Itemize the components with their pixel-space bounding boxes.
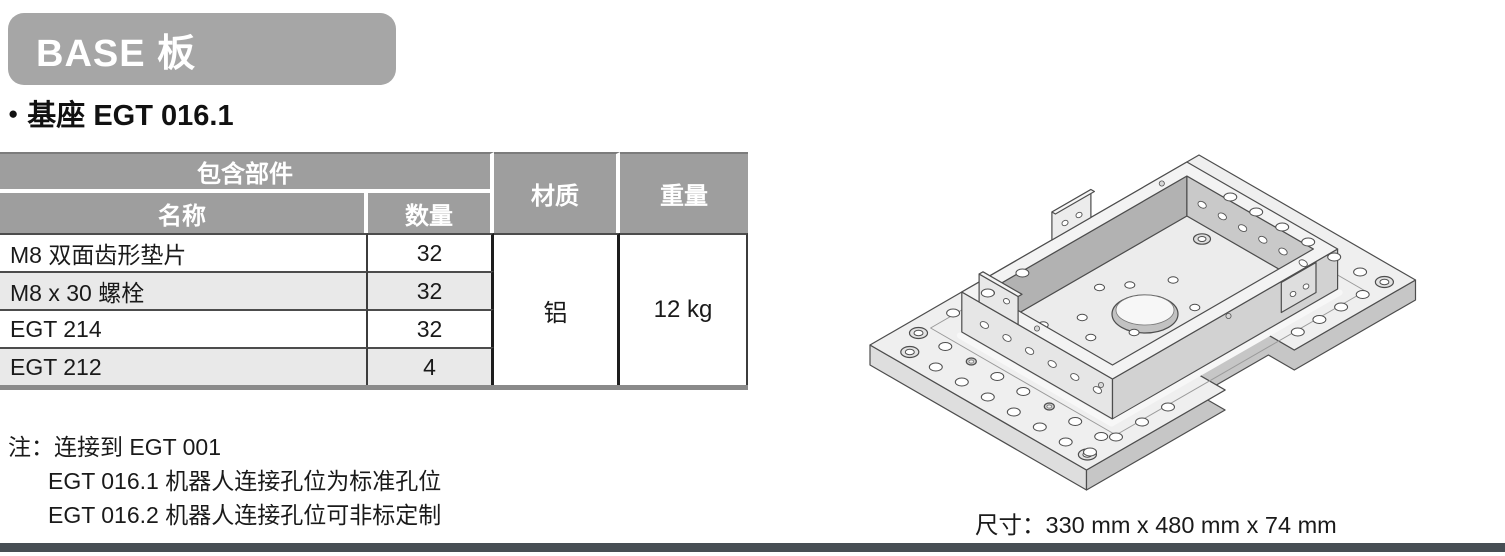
notes-block: 注： 连接到 EGT 001 EGT 016.1 机器人连接孔位为标准孔位 EG… bbox=[8, 430, 441, 532]
base-plate-isometric-drawing bbox=[869, 154, 1417, 491]
cell-part-qty: 32 bbox=[368, 309, 494, 347]
table-row: EGT 212 4 bbox=[0, 347, 748, 385]
cell-part-qty: 32 bbox=[368, 233, 494, 271]
cell-part-name: EGT 214 bbox=[0, 309, 368, 347]
table-row: M8 双面齿形垫片 32 铝 12 kg bbox=[0, 233, 748, 385]
table-row: M8 x 30 螺栓 32 bbox=[0, 271, 748, 309]
col-header-material: 材质 bbox=[494, 152, 620, 233]
bullet-icon: ● bbox=[8, 103, 19, 123]
dimension-caption-label: 尺寸： bbox=[975, 512, 1046, 538]
col-header-weight: 重量 bbox=[620, 152, 748, 233]
note-line: EGT 016.2 机器人连接孔位可非标定制 bbox=[48, 502, 442, 528]
note-label: 注： bbox=[8, 434, 54, 460]
cell-part-name: M8 x 30 螺栓 bbox=[0, 271, 368, 309]
cell-weight-value: 12 kg bbox=[620, 233, 748, 385]
cell-part-qty: 32 bbox=[368, 271, 494, 309]
parts-table: 包含部件 材质 重量 名称 数量 M8 双面齿形垫片 32 铝 12 kg M8… bbox=[0, 152, 748, 390]
banner-title: BASE 板 bbox=[36, 32, 197, 75]
base-plate-banner: BASE 板 bbox=[8, 13, 396, 85]
col-header-included-parts: 包含部件 bbox=[0, 152, 494, 193]
note-line: 连接到 EGT 001 bbox=[54, 434, 222, 460]
dimension-caption-value: 330 mm x 480 mm x 74 mm bbox=[1045, 512, 1337, 538]
dimension-caption: 尺寸：330 mm x 480 mm x 74 mm bbox=[975, 506, 1337, 540]
cell-material-value: 铝 bbox=[494, 233, 620, 385]
col-header-name: 名称 bbox=[0, 193, 368, 233]
cell-part-name: EGT 212 bbox=[0, 347, 368, 385]
footer-rule bbox=[0, 543, 1505, 552]
cell-part-name: M8 双面齿形垫片 bbox=[0, 233, 368, 271]
table-row: EGT 214 32 bbox=[0, 309, 748, 347]
parts-table-wrapper: 包含部件 材质 重量 名称 数量 M8 双面齿形垫片 32 铝 12 kg M8… bbox=[0, 152, 748, 390]
col-header-qty: 数量 bbox=[368, 193, 494, 233]
section-heading: ● 基座 EGT 016.1 bbox=[8, 92, 234, 134]
cell-part-qty: 4 bbox=[368, 347, 494, 385]
note-line: EGT 016.1 机器人连接孔位为标准孔位 bbox=[48, 468, 442, 494]
section-title: 基座 EGT 016.1 bbox=[27, 100, 234, 132]
